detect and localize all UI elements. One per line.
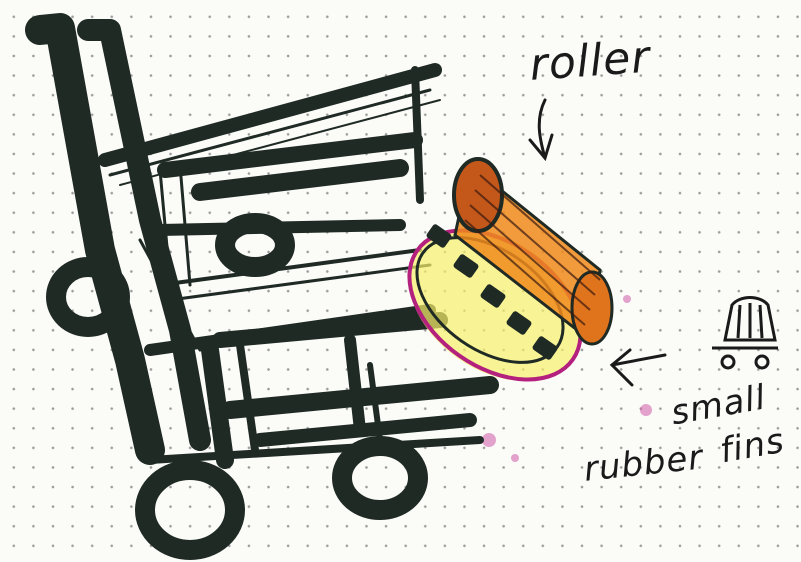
arrow-left-icon bbox=[612, 350, 665, 385]
fin-detail-icon bbox=[712, 298, 778, 369]
front-right-caster bbox=[342, 446, 418, 510]
roller-label: roller bbox=[528, 32, 652, 91]
wheels bbox=[56, 223, 418, 550]
arrow-down-icon bbox=[530, 100, 552, 158]
center-hub-wheel bbox=[225, 223, 285, 267]
rear-small-wheel bbox=[56, 267, 120, 327]
front-left-caster bbox=[145, 470, 235, 550]
